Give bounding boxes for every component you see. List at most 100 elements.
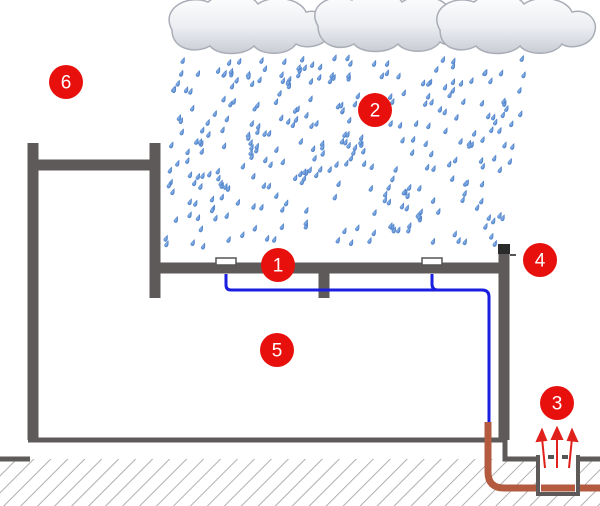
raindrop: [334, 160, 339, 168]
raindrop: [193, 199, 198, 207]
raindrop: [498, 69, 504, 77]
raindrop: [248, 148, 253, 156]
ground: [0, 437, 600, 506]
raindrop: [429, 98, 434, 106]
raindrop: [307, 166, 312, 174]
raindrop: [329, 71, 334, 79]
raindrop: [483, 68, 488, 76]
raindrop: [469, 76, 474, 84]
raindrop: [292, 106, 298, 114]
raindrop: [266, 129, 272, 137]
raindrop: [480, 135, 485, 143]
raindrop: [216, 174, 221, 182]
raindrop: [480, 162, 485, 170]
raindrop: [458, 79, 464, 87]
marker-rain: 2: [358, 93, 392, 127]
raindrop: [346, 141, 351, 149]
raindrop: [460, 196, 465, 204]
raindrop: [361, 159, 367, 167]
raindrop: [485, 112, 491, 120]
raindrop: [236, 57, 242, 65]
raindrop: [452, 230, 457, 238]
raindrop: [384, 59, 390, 67]
raindrop: [396, 72, 401, 80]
raindrop: [422, 99, 428, 107]
raindrop: [228, 67, 234, 75]
raindrop: [488, 77, 493, 85]
raindrop: [215, 167, 220, 175]
raindrop: [434, 65, 439, 73]
raindrop: [479, 99, 484, 107]
raindrop: [303, 219, 308, 227]
raindrop: [249, 143, 254, 151]
raindrop: [164, 240, 169, 248]
raindrop: [309, 121, 314, 129]
raindrop: [255, 101, 260, 109]
marker-circle: [260, 333, 294, 367]
raindrop: [486, 213, 491, 221]
raindrop: [521, 71, 526, 79]
raindrop: [249, 119, 254, 127]
raindrop: [259, 203, 264, 211]
raindrop: [273, 98, 279, 106]
raindrop: [390, 175, 395, 183]
raindrop: [226, 235, 231, 243]
raindrop: [207, 170, 212, 178]
raindrop: [492, 118, 498, 126]
raindrop: [372, 208, 377, 216]
raindrop: [331, 73, 336, 81]
building: [27, 143, 510, 440]
raindrop: [483, 222, 488, 230]
raindrop: [462, 189, 467, 197]
raindrop: [426, 122, 431, 130]
raindrop: [507, 157, 512, 165]
raindrop: [342, 130, 347, 138]
raindrop: [409, 148, 415, 156]
raindrop: [296, 63, 301, 71]
raindrop: [500, 214, 505, 222]
raindrop: [450, 62, 456, 70]
raindrop: [386, 183, 391, 191]
raindrop: [255, 127, 260, 135]
raindrop: [500, 111, 505, 119]
ground-hatch: [0, 459, 600, 506]
raindrop: [501, 97, 506, 105]
raindrop: [450, 86, 455, 94]
raindrop: [292, 174, 298, 182]
raindrop: [336, 180, 341, 188]
raindrop: [388, 222, 393, 230]
raindrop: [424, 163, 430, 171]
raindrop: [462, 238, 467, 246]
raindrop: [178, 69, 184, 77]
raindrop: [259, 56, 264, 64]
raindrop: [344, 159, 349, 167]
raindrop: [257, 76, 262, 84]
raindrop: [489, 126, 494, 134]
marker-circle: [523, 243, 557, 277]
raindrop: [299, 55, 305, 63]
raindrop: [497, 126, 502, 134]
raindrop: [183, 86, 189, 94]
raindrop: [348, 154, 353, 162]
raindrop: [410, 135, 416, 143]
raindrop: [251, 202, 256, 210]
raindrop: [367, 236, 372, 244]
marker-drain-outlet: 3: [540, 386, 574, 420]
raindrop: [285, 78, 291, 86]
raindrop: [467, 141, 472, 149]
raindrop: [327, 77, 333, 85]
raindrop: [361, 147, 366, 155]
roof-drain-right: [421, 257, 443, 266]
cloud-3: [436, 0, 597, 55]
raindrop: [335, 102, 341, 110]
raindrop: [397, 121, 403, 129]
raindrop: [332, 54, 337, 62]
raindrop: [442, 108, 447, 116]
raindrop: [279, 71, 284, 79]
raindrop: [406, 226, 411, 234]
raindrop: [317, 165, 323, 173]
raindrop: [458, 137, 463, 145]
raindrop: [255, 122, 261, 130]
raindrop: [517, 86, 522, 94]
